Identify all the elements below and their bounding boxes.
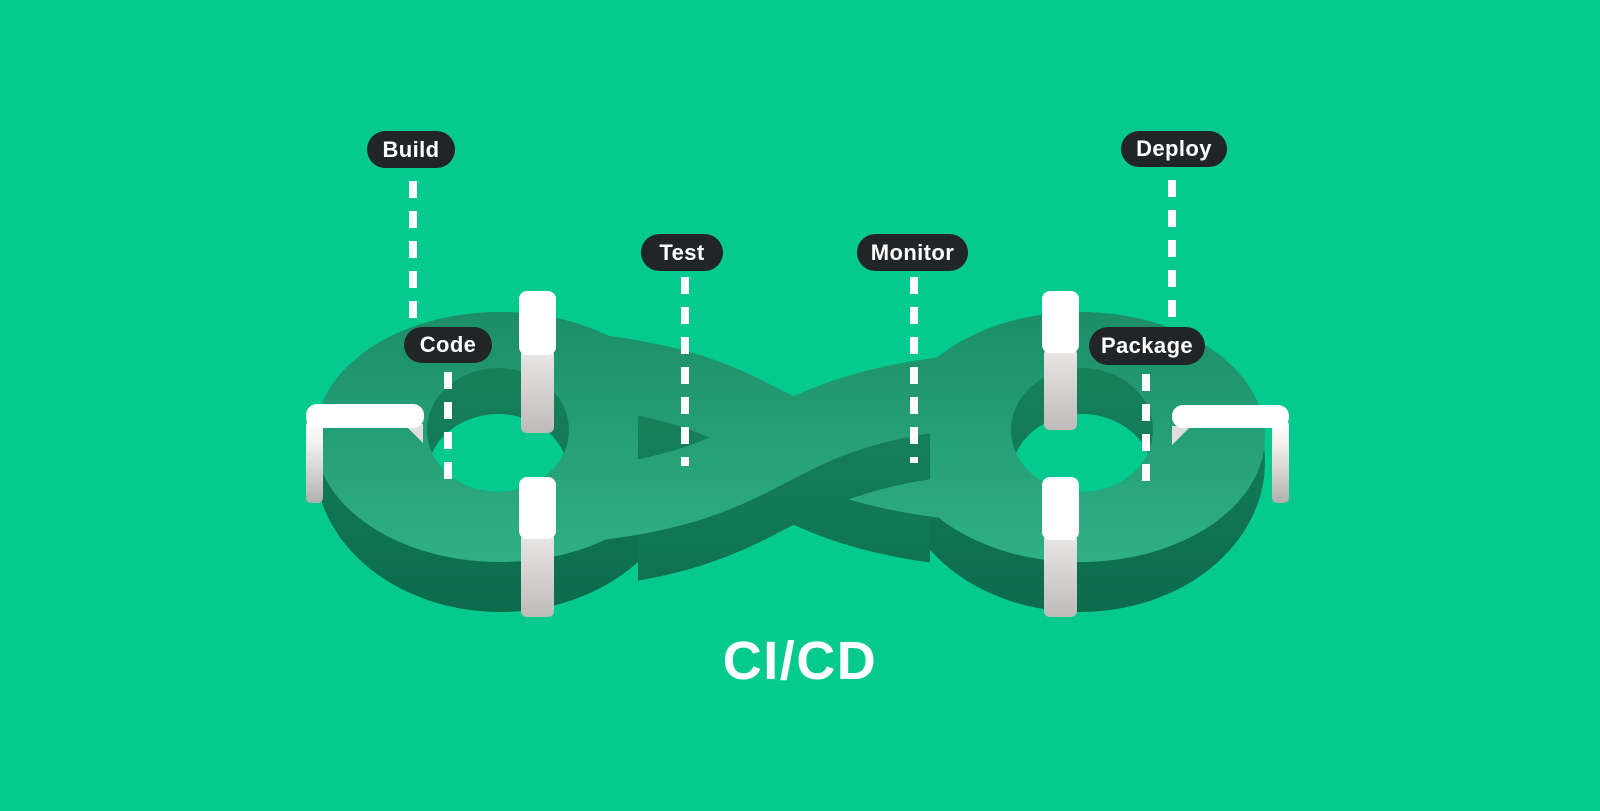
stage-pill-package: Package [1089, 327, 1205, 365]
marker-side [521, 349, 554, 433]
left-loop-hole [427, 414, 569, 492]
marker-side [1044, 348, 1077, 430]
stage-pill-deploy: Deploy [1121, 131, 1227, 167]
segment-marker-right-bottom [1042, 477, 1079, 617]
start-bracket-fold [404, 424, 423, 443]
segment-marker-right-top [1042, 291, 1079, 430]
end-bracket-bar [1172, 405, 1289, 428]
end-bracket [1172, 405, 1289, 503]
page-title: CI/CD [722, 631, 878, 691]
start-bracket-bar [306, 404, 424, 428]
marker-top [1042, 477, 1079, 540]
marker-side [521, 533, 554, 617]
end-bracket-fold [1172, 426, 1191, 445]
marker-top [1042, 291, 1079, 353]
right-loop [895, 312, 1265, 612]
segment-marker-left-top [519, 291, 556, 433]
stage-pill-code: Code [404, 327, 492, 363]
right-loop-hole [1011, 414, 1153, 492]
right-loop-surface [895, 312, 1265, 562]
segment-marker-left-bottom [519, 477, 556, 617]
stage-pill-build: Build [367, 131, 455, 168]
marker-top [519, 291, 556, 355]
start-bracket [306, 404, 424, 503]
marker-top [519, 477, 556, 539]
end-bracket-side [1272, 420, 1289, 503]
marker-side [1044, 534, 1077, 617]
stage-pill-monitor: Monitor [857, 234, 968, 271]
crossing-bands [582, 370, 952, 551]
start-bracket-side [306, 420, 323, 503]
stage-pill-test: Test [641, 234, 723, 271]
